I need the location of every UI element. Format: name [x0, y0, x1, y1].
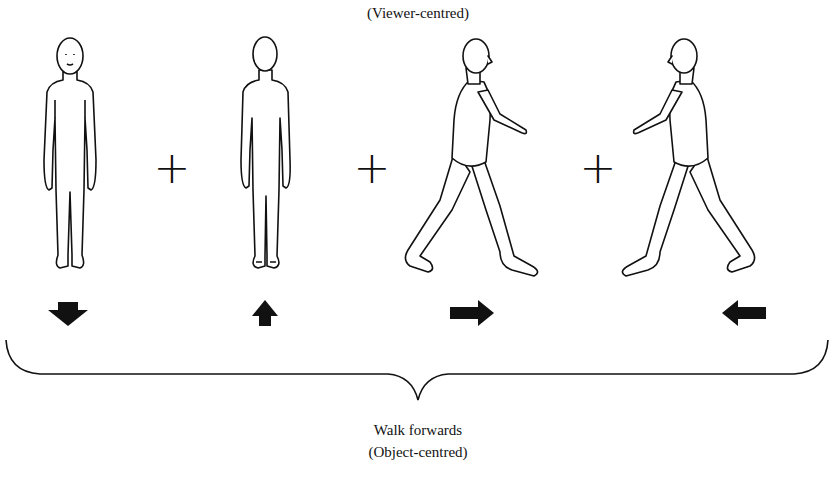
- back-view-figure: [241, 37, 290, 268]
- walking-right-figure: [405, 39, 537, 276]
- arrow-right: [450, 300, 494, 326]
- arrow-toward-viewer: [48, 302, 88, 326]
- grouping-brace: [6, 340, 828, 400]
- action-label: Walk forwards: [374, 422, 462, 439]
- arrow-left: [722, 300, 766, 326]
- front-view-figure: [44, 38, 96, 268]
- arrow-away-from-viewer: [252, 300, 278, 326]
- view-heading: (Viewer-centred): [367, 5, 469, 22]
- walking-left-figure-shape: [622, 39, 754, 276]
- walking-left-figure: [622, 39, 754, 276]
- plus-sign: +: [154, 146, 191, 190]
- plus-sign: +: [354, 146, 391, 190]
- frame-label: (Object-centred): [368, 444, 467, 461]
- plus-sign: +: [580, 146, 617, 190]
